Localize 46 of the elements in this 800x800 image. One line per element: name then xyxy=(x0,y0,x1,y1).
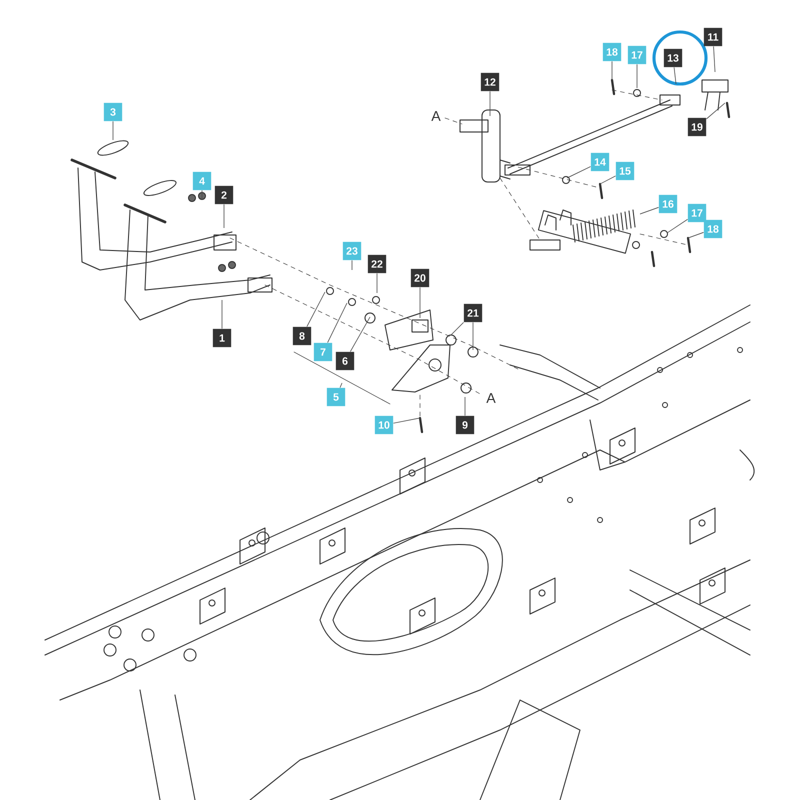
callout-number: 13 xyxy=(664,48,682,68)
callout-number: 1 xyxy=(212,328,232,348)
leader-line xyxy=(327,302,348,343)
callout-number: 17 xyxy=(688,204,706,222)
leader-line xyxy=(306,292,326,327)
leader-line xyxy=(566,166,591,178)
callout-number: 6 xyxy=(336,352,354,370)
callout-number: 18 xyxy=(704,220,722,238)
callout-number: 18 xyxy=(602,42,622,62)
leader-line xyxy=(472,322,474,350)
callout-number: 7 xyxy=(314,342,332,362)
callout-number: 14 xyxy=(590,152,610,172)
callout-number: 20 xyxy=(410,268,430,288)
leader-line xyxy=(350,316,370,352)
leader-line xyxy=(112,121,114,140)
callout-number: 3 xyxy=(104,102,122,122)
leader-line xyxy=(393,418,420,424)
callout-number: 9 xyxy=(456,416,474,434)
reference-letter: A xyxy=(486,393,496,403)
callout-number: 12 xyxy=(480,72,500,92)
callout-number: 10 xyxy=(374,416,394,434)
callout-number: 16 xyxy=(658,194,678,214)
callout-number: 11 xyxy=(704,28,722,46)
callout-number: 5 xyxy=(326,388,346,406)
leader-line xyxy=(688,232,704,238)
callout-number: 19 xyxy=(688,118,706,136)
leader-line xyxy=(450,322,464,336)
callout-number: 2 xyxy=(214,186,234,204)
leader-line xyxy=(666,218,688,234)
leader-line xyxy=(376,273,378,294)
callout-number: 22 xyxy=(368,254,386,274)
leader-line xyxy=(600,176,616,184)
leader-line xyxy=(640,207,659,214)
callout-number: 15 xyxy=(616,162,634,180)
leader-line xyxy=(674,67,676,84)
leader-line xyxy=(713,46,716,72)
callout-number: 17 xyxy=(628,46,646,64)
callout-number: 8 xyxy=(292,326,312,346)
leader-line xyxy=(464,396,466,416)
leader-line xyxy=(340,382,342,388)
callout-number: 4 xyxy=(192,172,212,190)
reference-letter: A xyxy=(431,111,441,121)
callout-number: 21 xyxy=(464,304,482,322)
callout-number: 23 xyxy=(342,242,362,260)
leader-line xyxy=(706,102,726,120)
leader-line xyxy=(636,64,638,88)
